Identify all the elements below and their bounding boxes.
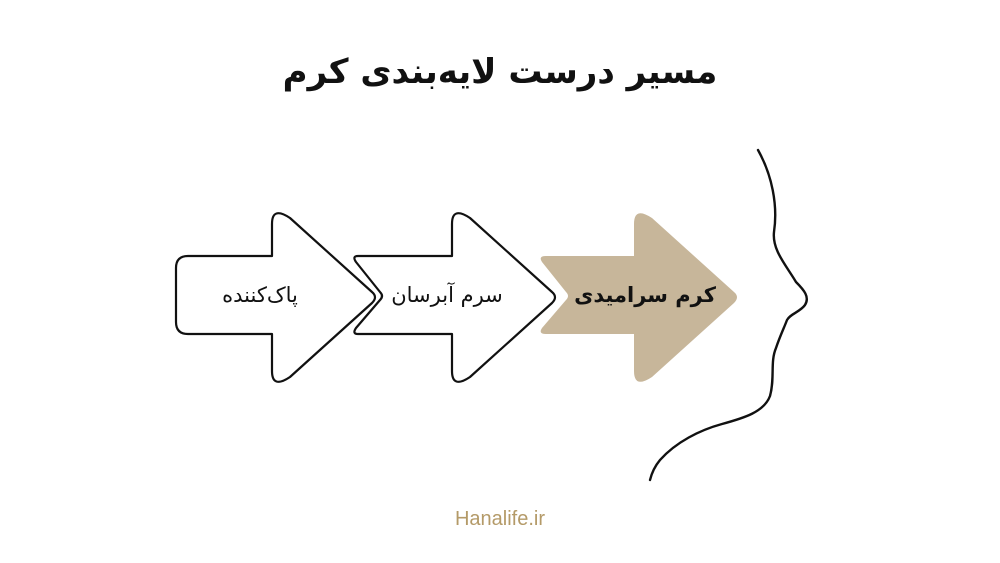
step-arrow-hydrating-serum — [353, 212, 557, 383]
step-label-ceramide-cream: کرم سرامیدی — [574, 283, 716, 307]
step-arrow-ceramide-cream — [540, 213, 737, 382]
step-label-cleanser: پاک‌کننده — [222, 283, 298, 307]
page-title: مسیر درست لایه‌بندی کرم — [282, 52, 718, 92]
footer-website: Hanalife.ir — [454, 508, 546, 530]
step-label-hydrating-serum: سرم آبرسان — [391, 283, 503, 307]
face-profile-line — [648, 148, 809, 482]
step-arrow-cleanser — [174, 212, 377, 383]
